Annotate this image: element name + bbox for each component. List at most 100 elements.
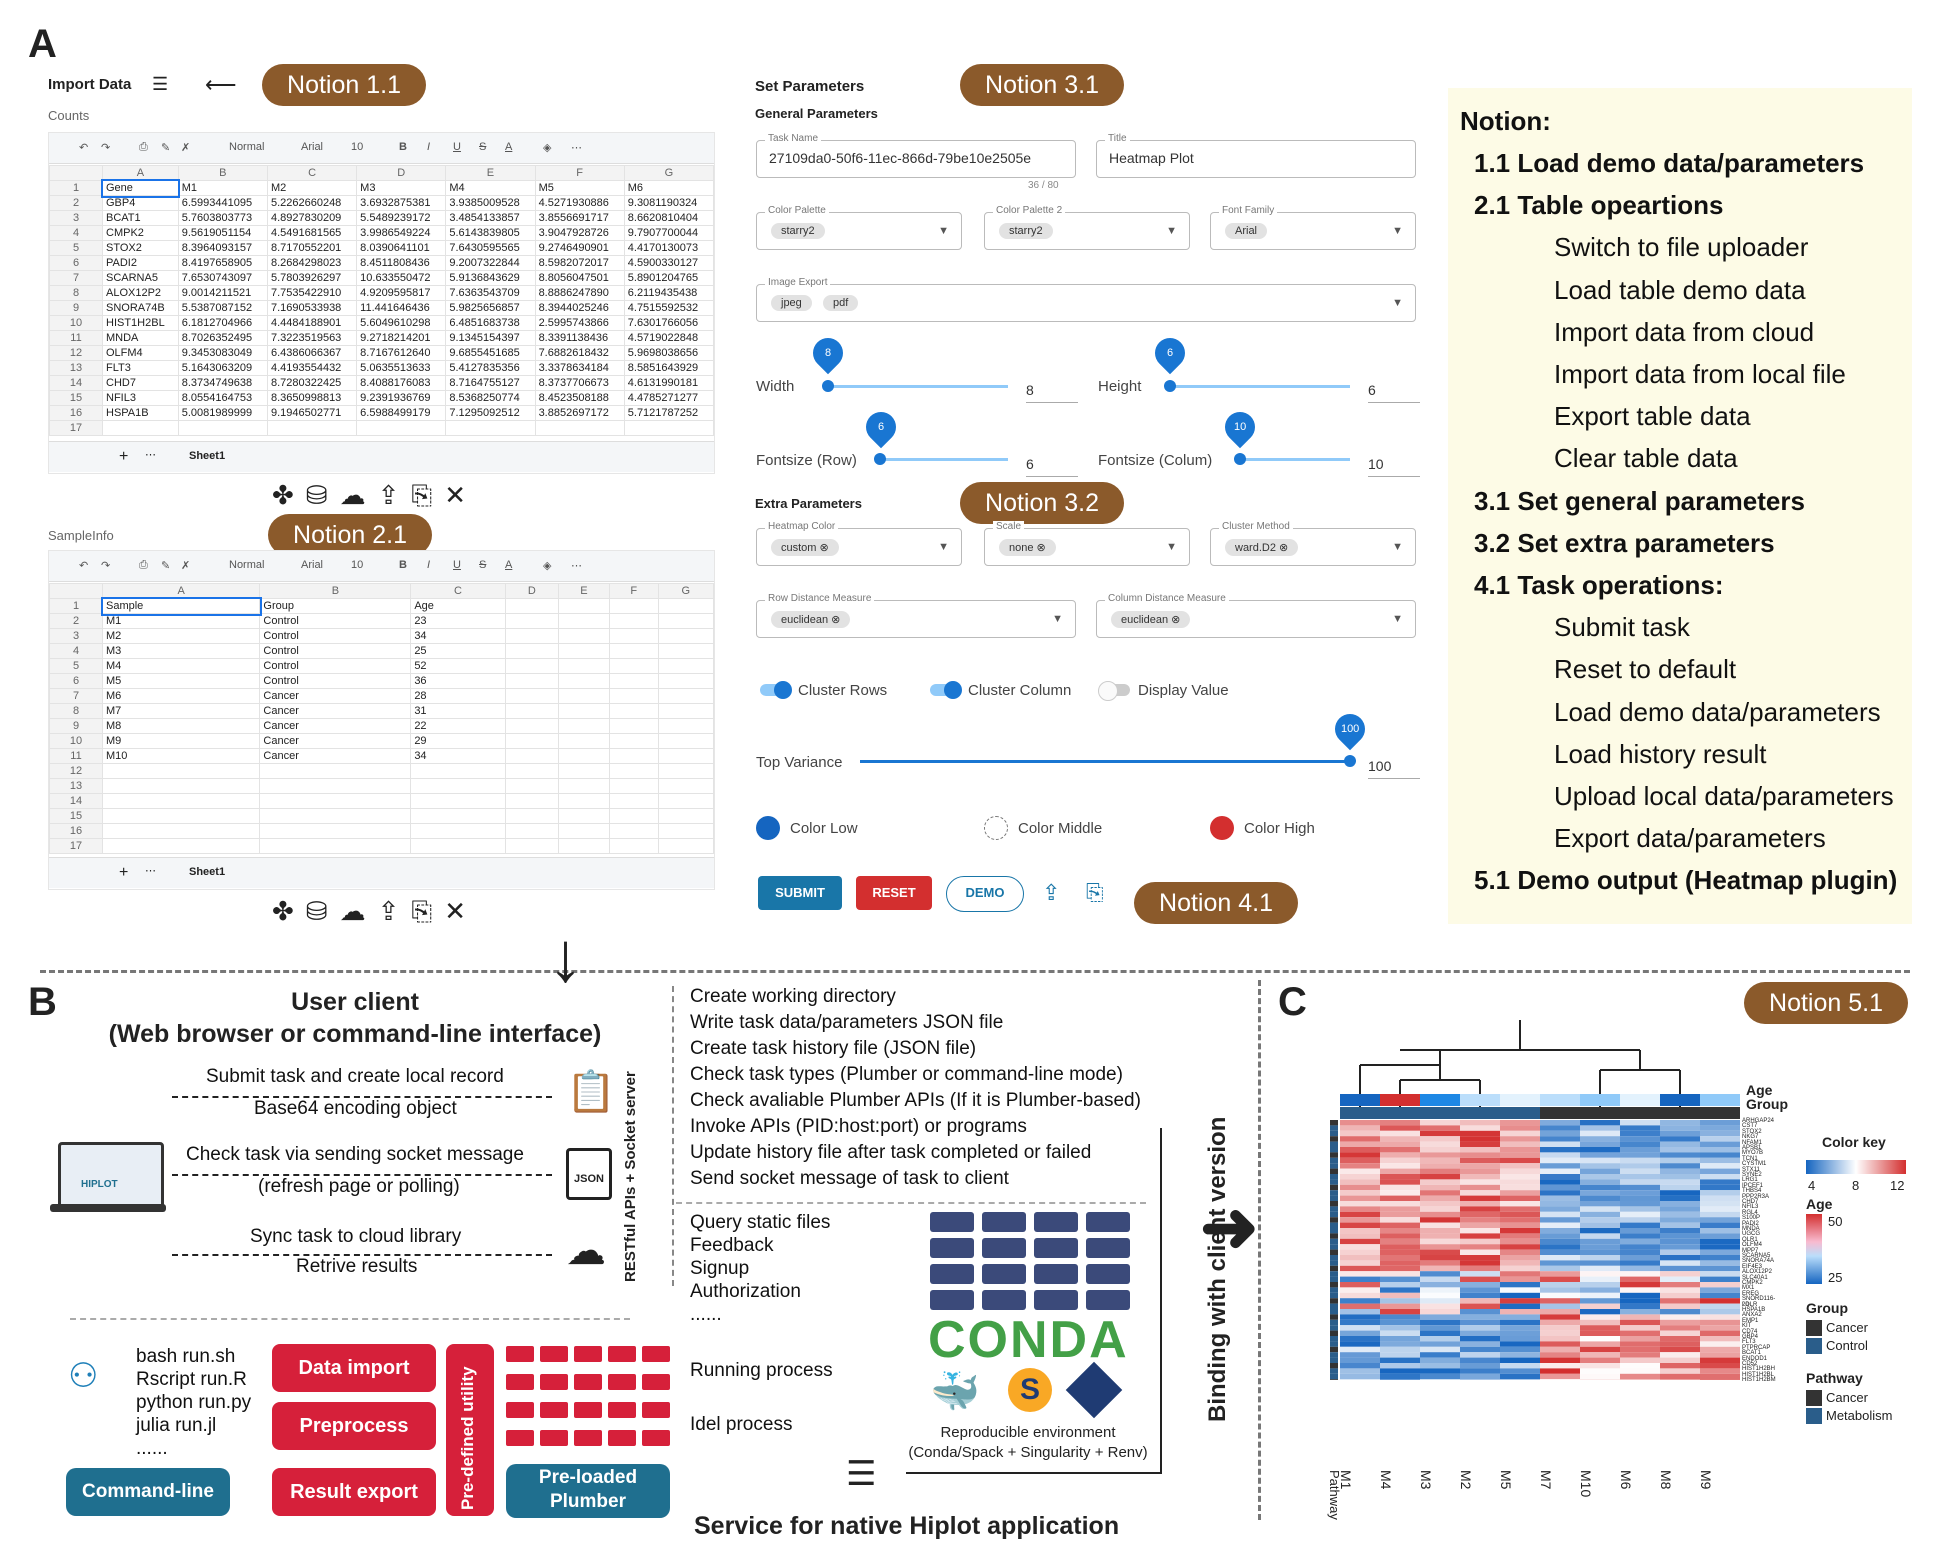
cell[interactable] <box>657 733 715 749</box>
cell[interactable]: 3.9986549224 <box>356 225 447 241</box>
cell[interactable]: 8.3650998813 <box>266 390 358 406</box>
cell[interactable]: PADI2 <box>102 255 179 271</box>
cell[interactable] <box>608 778 659 794</box>
cell[interactable] <box>608 748 659 764</box>
cell[interactable] <box>608 808 659 824</box>
cell[interactable]: 3.3378634184 <box>534 360 625 376</box>
cell[interactable] <box>504 763 559 779</box>
cell[interactable]: 6.4386066367 <box>266 345 358 361</box>
cell[interactable]: 9.3453083049 <box>177 345 268 361</box>
cell[interactable]: 4.4170130073 <box>623 240 715 256</box>
cell[interactable] <box>657 643 715 659</box>
font-select[interactable]: Arial <box>301 559 324 571</box>
cell[interactable]: 22 <box>410 718 506 734</box>
undo-icon[interactable]: ↶ <box>79 560 89 572</box>
cell[interactable]: Control <box>259 628 412 644</box>
cell[interactable]: 4.4785271277 <box>623 390 715 406</box>
print-icon[interactable]: ⎙ <box>139 141 148 153</box>
cell[interactable]: M10 <box>101 748 261 764</box>
cell[interactable]: NFIL3 <box>102 390 179 406</box>
column-header[interactable]: D <box>504 583 559 599</box>
cell[interactable] <box>504 718 559 734</box>
cell[interactable] <box>657 628 715 644</box>
width-slider-knob[interactable] <box>822 380 834 392</box>
sheet-menu-icon[interactable]: ⋯ <box>145 865 156 877</box>
cell[interactable]: 8.7164755127 <box>445 375 536 391</box>
cell[interactable]: HSPA1B <box>102 405 179 421</box>
image-export-select[interactable]: Image Export jpeg pdf ▼ <box>756 277 1416 322</box>
cell[interactable] <box>101 763 261 779</box>
column-header[interactable]: C <box>410 583 506 599</box>
cell[interactable]: 8.7026352495 <box>177 330 268 346</box>
cell[interactable] <box>266 420 358 436</box>
cell[interactable]: 8.2684298023 <box>266 255 358 271</box>
cell[interactable]: Age <box>410 598 506 614</box>
cell[interactable] <box>504 628 559 644</box>
cell[interactable]: 8.3391138436 <box>534 330 625 346</box>
cell[interactable] <box>504 733 559 749</box>
cell[interactable] <box>657 718 715 734</box>
cell[interactable]: 8.3944025246 <box>534 300 625 316</box>
cell[interactable]: Cancer <box>259 733 412 749</box>
cell[interactable]: 4.4484188901 <box>266 315 358 331</box>
cell[interactable]: 8.5368250774 <box>445 390 536 406</box>
cell[interactable]: 11.441646436 <box>356 300 447 316</box>
cell[interactable]: Cancer <box>259 748 412 764</box>
row-number[interactable]: 13 <box>49 360 103 376</box>
cell[interactable]: M1 <box>101 613 261 629</box>
cell[interactable]: 31 <box>410 703 506 719</box>
cell[interactable]: 6.5988499179 <box>356 405 447 421</box>
cell[interactable]: 8.7170552201 <box>266 240 358 256</box>
redo-icon[interactable]: ↷ <box>101 560 111 572</box>
cell[interactable]: 8.0390641101 <box>356 240 447 256</box>
row-number[interactable]: 10 <box>49 733 103 749</box>
column-header[interactable]: B <box>259 583 412 599</box>
cell[interactable]: 5.8901204765 <box>623 270 715 286</box>
cell[interactable]: 8.0554164753 <box>177 390 268 406</box>
cell[interactable]: 9.2391936769 <box>356 390 447 406</box>
row-number[interactable]: 8 <box>49 285 103 301</box>
cell[interactable] <box>657 823 715 839</box>
fontsize-col-slider-knob[interactable] <box>1234 453 1246 465</box>
cell[interactable] <box>259 763 412 779</box>
cell[interactable] <box>557 673 610 689</box>
strike-icon[interactable]: S <box>479 141 487 153</box>
cell[interactable]: 5.7121787252 <box>623 405 715 421</box>
undo-icon[interactable]: ↶ <box>79 142 89 154</box>
cell[interactable]: 8.5851643929 <box>623 360 715 376</box>
cell[interactable]: 7.6882618432 <box>534 345 625 361</box>
cell[interactable]: 4.4193554432 <box>266 360 358 376</box>
fontsize-col-input[interactable]: 10 <box>1368 456 1420 477</box>
color-middle-swatch[interactable] <box>984 816 1008 840</box>
cell[interactable]: 5.0635513633 <box>356 360 447 376</box>
cell[interactable]: 8.4523508188 <box>534 390 625 406</box>
cell[interactable]: Gene <box>100 178 181 198</box>
fontsize-col-slider-rail[interactable] <box>1236 458 1350 461</box>
cell[interactable]: 4.7515592532 <box>623 300 715 316</box>
top-variance-input[interactable]: 100 <box>1368 758 1420 779</box>
column-header[interactable]: F <box>534 165 625 181</box>
cell[interactable]: M1 <box>177 180 268 196</box>
upload-icon[interactable]: ⇪ <box>1042 880 1061 905</box>
cell[interactable]: M2 <box>101 628 261 644</box>
cell[interactable] <box>557 763 610 779</box>
cell[interactable]: 3.4854133857 <box>445 210 536 226</box>
cell[interactable]: 7.1295092512 <box>445 405 536 421</box>
cell[interactable] <box>608 673 659 689</box>
cell[interactable] <box>504 838 559 854</box>
row-number[interactable]: 14 <box>49 375 103 391</box>
cell[interactable] <box>657 688 715 704</box>
cell[interactable]: 5.5387087152 <box>177 300 268 316</box>
cell[interactable]: 9.5619051154 <box>177 225 268 241</box>
cell[interactable] <box>557 733 610 749</box>
cell[interactable] <box>557 613 610 629</box>
row-number[interactable]: 4 <box>49 643 103 659</box>
cell[interactable]: 3.6932875381 <box>356 195 447 211</box>
cell[interactable]: 8.5982072017 <box>534 255 625 271</box>
column-distance-select[interactable]: Column Distance Measure euclidean ⊗ ▼ <box>1096 593 1416 638</box>
demo-data-icon[interactable]: ⛁ <box>305 480 340 510</box>
cell[interactable]: Control <box>259 643 412 659</box>
cell[interactable] <box>101 808 261 824</box>
cell[interactable] <box>101 823 261 839</box>
